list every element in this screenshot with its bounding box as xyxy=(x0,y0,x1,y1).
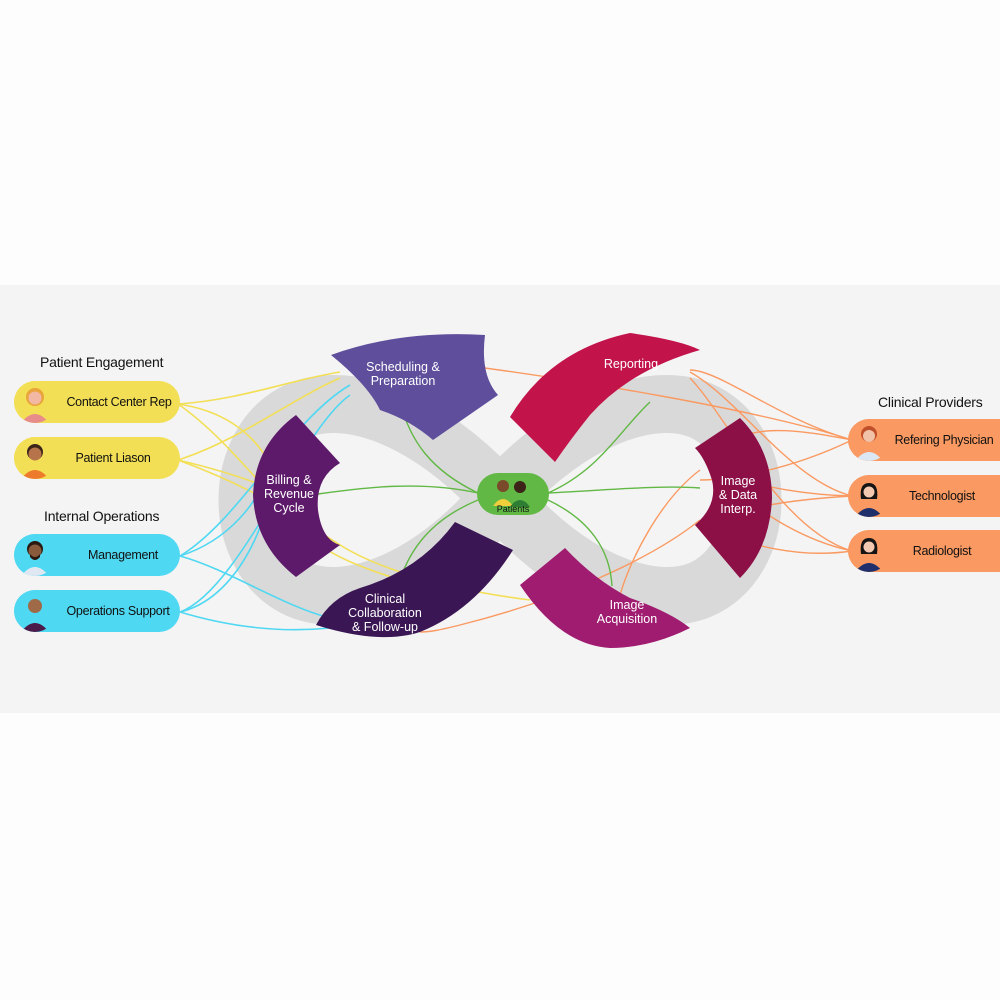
person-avatar-icon xyxy=(848,475,890,517)
role-operations-support[interactable]: Operations Support xyxy=(14,590,180,632)
role-label: Management xyxy=(88,548,158,562)
stage-label-line: Revenue xyxy=(264,487,314,501)
patients-badge[interactable]: Patients xyxy=(477,473,549,515)
stage-label-line: Reporting xyxy=(604,357,658,371)
stage-label-line: Interp. xyxy=(720,502,755,516)
stage-reporting[interactable]: Reporting xyxy=(510,333,700,462)
person-avatar-icon xyxy=(848,419,890,461)
role-patient-liason[interactable]: Patient Liason xyxy=(14,437,180,479)
role-label: Technologist xyxy=(909,489,975,503)
stage-label-line: Image xyxy=(721,474,756,488)
group-title-patient-engagement: Patient Engagement xyxy=(40,354,164,370)
group-title-clinical-providers: Clinical Providers xyxy=(878,394,983,410)
stage-label-line: & Data xyxy=(719,488,757,502)
role-technologist[interactable]: Technologist xyxy=(848,475,1000,517)
role-label: Operations Support xyxy=(66,604,170,618)
role-management[interactable]: Management xyxy=(14,534,180,576)
stage-label-line: Cycle xyxy=(273,501,304,515)
patients-icon xyxy=(493,480,530,507)
person-avatar-icon xyxy=(848,530,890,572)
group-title-internal-operations: Internal Operations xyxy=(44,508,160,524)
stage-label-line: Preparation xyxy=(371,374,436,388)
person-avatar-icon xyxy=(14,437,56,479)
stage-label-line: Scheduling & xyxy=(366,360,440,374)
role-refering-physician[interactable]: Refering Physician xyxy=(848,419,1000,461)
role-label: Patient Liason xyxy=(75,451,151,465)
role-label: Radiologist xyxy=(912,544,972,558)
role-label: Contact Center Rep xyxy=(66,395,172,409)
stage-scheduling[interactable]: Scheduling &Preparation xyxy=(331,334,498,440)
stage-label-line: Acquisition xyxy=(597,612,657,626)
stage-label-line: Image xyxy=(610,598,645,612)
stage-label-line: Clinical xyxy=(365,592,405,606)
person-avatar-icon xyxy=(14,534,56,576)
stage-label-line: & Follow-up xyxy=(352,620,418,634)
stage-reporting-label: Reporting xyxy=(604,357,658,371)
role-radiologist[interactable]: Radiologist xyxy=(848,530,1000,572)
stage-label-line: Billing & xyxy=(266,473,312,487)
stage-scheduling-label: Scheduling &Preparation xyxy=(366,360,440,388)
role-contact-center-rep[interactable]: Contact Center Rep xyxy=(14,381,180,423)
patients-label: Patients xyxy=(497,504,530,514)
person-avatar-icon xyxy=(14,381,56,423)
stage-label-line: Collaboration xyxy=(348,606,422,620)
person-avatar-icon xyxy=(14,590,56,632)
role-label: Refering Physician xyxy=(894,433,994,447)
